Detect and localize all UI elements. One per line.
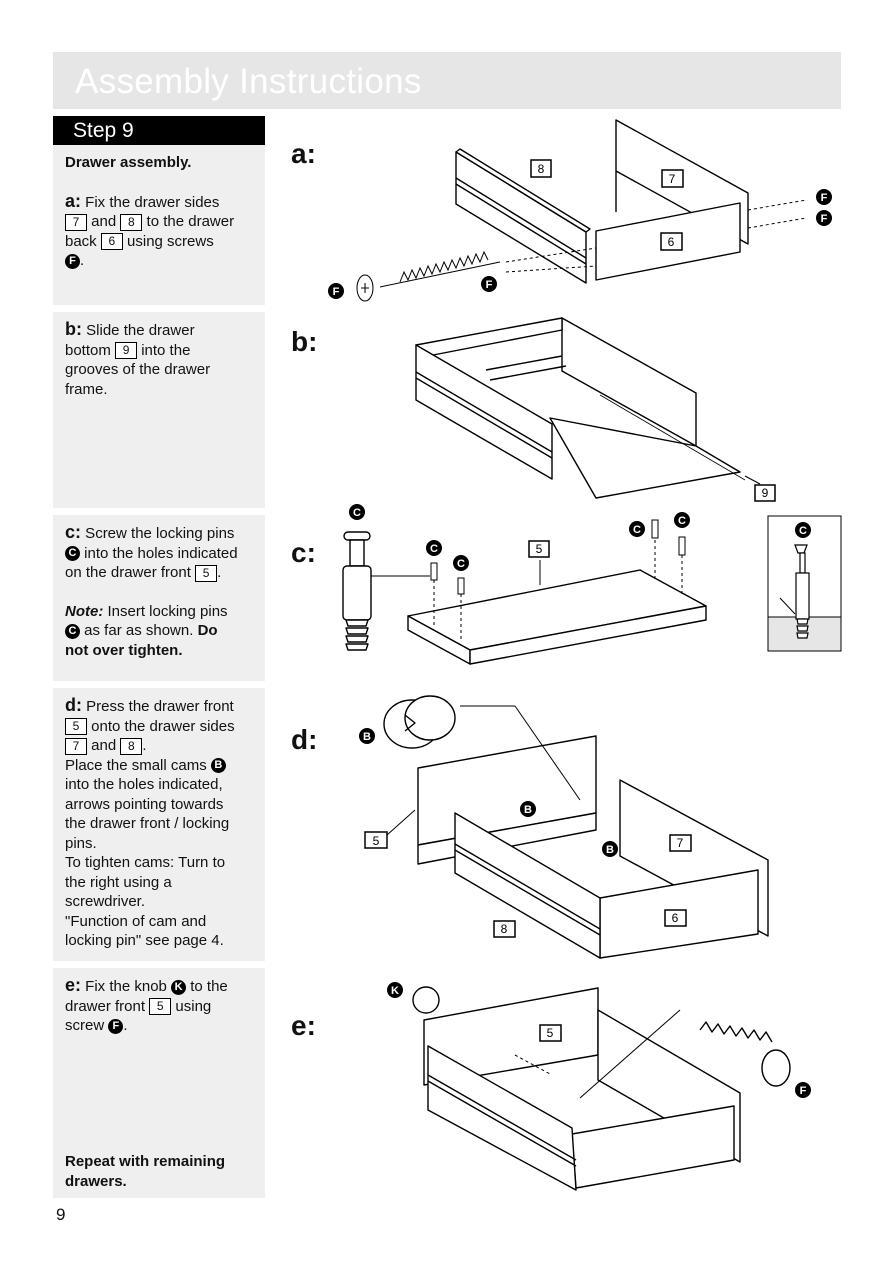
part-label-5-text: 5 [536,542,543,556]
diagram-c-letter: c: [291,537,316,568]
diagram-c: 5 C C C C C C [342,504,842,665]
part-box: 7 [65,213,87,231]
part-label-9-text: 9 [762,486,769,500]
page-header: Assembly Instructions [53,52,841,109]
step-d-letter: d: [65,695,82,715]
hardware-badge: C [65,546,80,562]
knob-badge: K [391,985,399,997]
pin-badge: C [457,558,465,570]
step-a-letter: a: [65,190,82,211]
hardware-badge: B [210,758,226,774]
part-box: 5 [65,718,87,736]
page-title: Assembly Instructions [75,62,422,101]
diagram-a-letter: a: [291,138,316,169]
part-box: 6 [100,233,123,251]
diagram-a: 8 7 6 F F F F [328,119,832,302]
instruction-panel-a: Drawer assembly. a: Fix the drawer sides… [53,145,265,305]
part-label-6-text: 6 [668,235,675,249]
part-box: 8 [120,213,143,231]
part-label-6-text: 6 [672,911,679,925]
step-label: Step 9 [53,116,265,145]
cam-badge: B [606,844,614,856]
diagram-b: 9 [415,317,776,502]
part-label-8-text: 8 [538,162,545,176]
instruction-panel-e: e: Fix the knob K to the drawer front 5 … [53,968,265,1198]
part-box: 5 [149,998,172,1016]
pin-badge: C [430,543,438,555]
part-label-7-text: 7 [669,172,676,186]
instruction-panel-c: c: Screw the locking pins C into the hol… [53,515,265,681]
hardware-badge: F [108,1018,124,1034]
part-label-8-text: 8 [501,922,508,936]
step-c-letter: c: [65,522,82,542]
part-box: 7 [65,737,87,755]
screw-badge: F [821,213,828,225]
screw-badge: F [800,1085,807,1097]
screw-badge: F [821,192,828,204]
page-number: 9 [56,1205,66,1224]
part-box: 8 [120,737,143,755]
step-e-letter: e: [65,975,82,995]
diagram-e: 5 K F [387,982,811,1191]
part-box: 5 [195,564,218,582]
pin-badge: C [633,524,641,536]
part-box: 9 [115,342,138,360]
part-label-8 [530,159,552,178]
part-label-5-text: 5 [547,1026,554,1040]
repeat-note: Repeat with remaining drawers. [65,1153,226,1190]
pin-badge: C [678,515,686,527]
instruction-panel-d: d: Press the drawer front 5 onto the dra… [53,688,265,961]
part-label-7-text: 7 [677,836,684,850]
diagram-d: 5 7 6 8 B B B [359,695,769,959]
pin-badge: C [353,507,361,519]
pin-badge: C [799,525,807,537]
section-heading: Drawer assembly. [65,154,192,171]
part-label-5-text: 5 [373,834,380,848]
diagram-b-letter: b: [291,326,318,357]
step-b-letter: b: [65,319,82,339]
screw-badge: F [333,286,340,298]
note-label: Note: [65,602,104,620]
hardware-badge: C [65,623,80,639]
hardware-badge: F [65,253,80,269]
cam-badge: B [363,731,371,743]
hardware-badge: K [171,979,187,995]
cam-badge: B [524,804,532,816]
diagram-d-letter: d: [291,724,318,755]
diagram-e-letter: e: [291,1010,316,1041]
instruction-panel-b: b: Slide the drawer bottom 9 into the gr… [53,312,265,508]
screw-badge: F [486,279,493,291]
